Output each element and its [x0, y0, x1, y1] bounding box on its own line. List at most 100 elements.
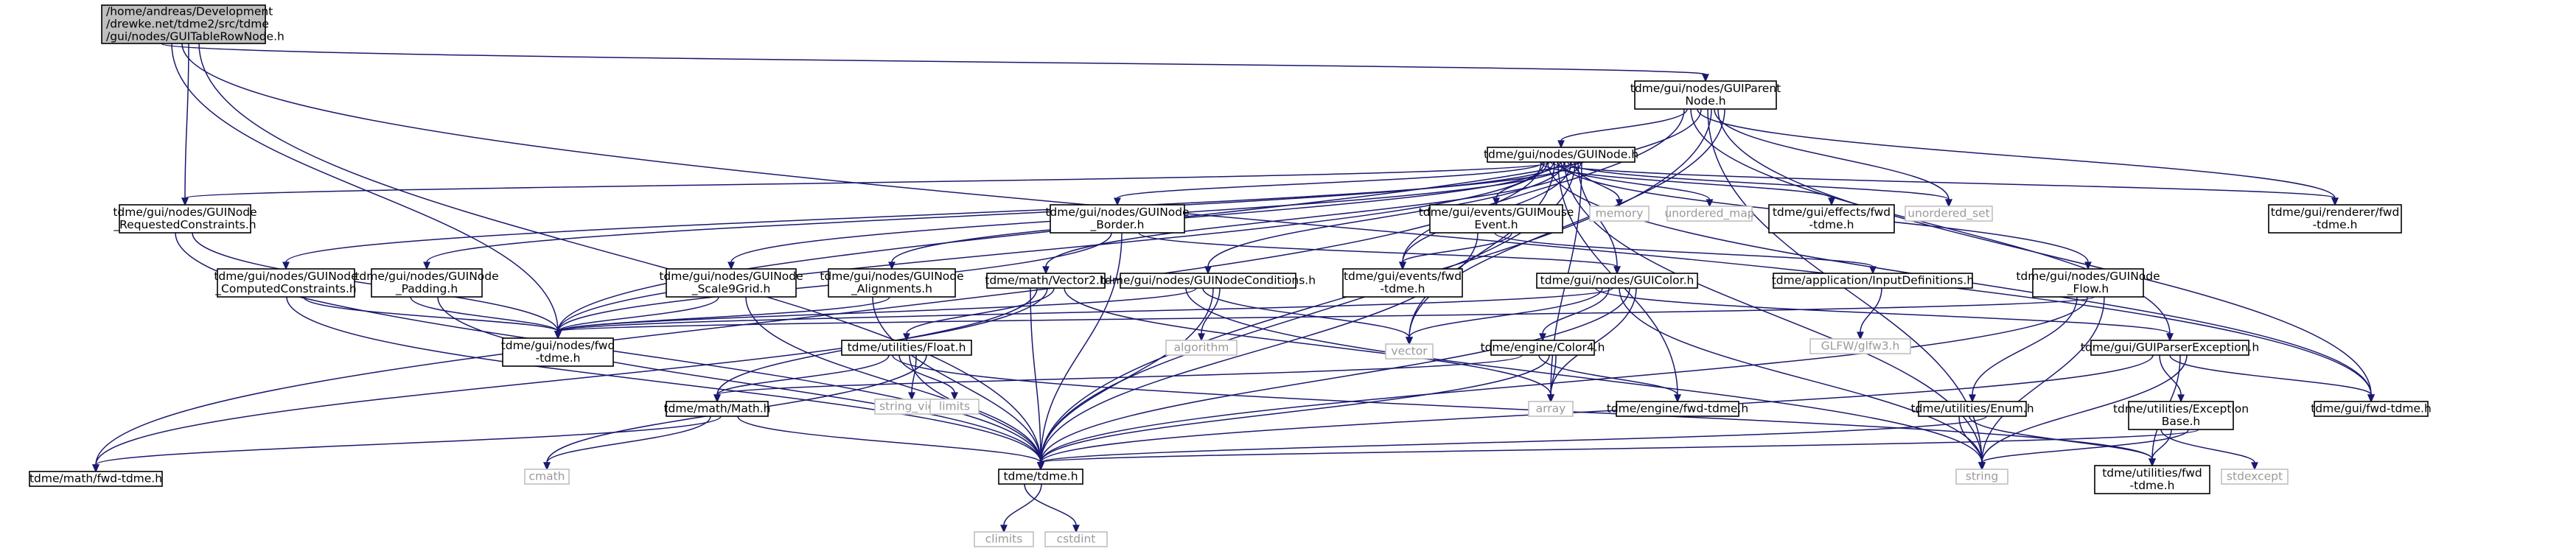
- node-guicolor[interactable]: tdme/gui/nodes/GUIColor.h: [1536, 273, 1698, 289]
- edge-line: [1540, 161, 1832, 199]
- node-label: climits: [985, 533, 1023, 546]
- node-label: tdme/gui/nodes/fwd: [501, 339, 615, 352]
- edge-line: [1969, 416, 2153, 460]
- arrowhead: [1706, 199, 1714, 208]
- node-box: [1589, 206, 1650, 222]
- edge-line: [906, 287, 1055, 334]
- node-box: [666, 401, 769, 417]
- edge-line: [1714, 108, 1950, 200]
- node-parserexc[interactable]: tdme/gui/GUIParserException.h: [2081, 340, 2259, 356]
- node-label: _Alignments.h: [851, 282, 932, 296]
- arrowhead: [181, 197, 189, 206]
- edge-parent-to-uset: [1714, 108, 1952, 208]
- node-box: [841, 340, 972, 356]
- node-glfw: GLFW/glfw3.h: [1809, 338, 1911, 354]
- edge-line: [95, 416, 722, 466]
- arrowhead: [1072, 525, 1080, 533]
- node-mathfwd[interactable]: tdme/math/fwd-tdme.h: [29, 471, 163, 487]
- node-border[interactable]: tdme/gui/nodes/GUINode_Border.h: [1045, 204, 1190, 234]
- node-math[interactable]: tdme/math/Math.h: [663, 401, 771, 417]
- node-color4[interactable]: tdme/engine/Color4.h: [1481, 340, 1605, 356]
- nodes-layer: /home/andreas/Development/drewke.net/tdm…: [29, 4, 2432, 547]
- node-box: [2268, 204, 2402, 234]
- edge-flow-to-tdme: [1037, 296, 2088, 471]
- node-label: tdme/engine/fwd-tdme.h: [1607, 402, 1748, 416]
- node-label: tdme/gui/nodes/GUINode: [1045, 206, 1189, 219]
- arrowhead: [1869, 266, 1877, 275]
- node-label: tdme/gui/nodes/GUINode: [214, 270, 357, 283]
- edge-parent-to-guinode: [1557, 108, 1688, 149]
- node-box: [2221, 469, 2289, 485]
- node-label: cstdint: [1057, 533, 1096, 546]
- node-label: tdme/gui/nodes/GUINodeConditions.h: [1100, 274, 1316, 287]
- node-align[interactable]: tdme/gui/nodes/GUINode_Alignments.h: [820, 268, 964, 298]
- node-float[interactable]: tdme/utilities/Float.h: [841, 340, 972, 356]
- node-label: tdme/gui/events/GUIMouse: [1419, 206, 1574, 219]
- edge-line: [184, 161, 1551, 199]
- node-root[interactable]: /home/andreas/Development/drewke.net/tdm…: [101, 4, 285, 44]
- arrowhead: [1198, 333, 1205, 342]
- node-label: /drewke.net/tdme2/src/tdme: [106, 18, 269, 31]
- arrowhead: [903, 333, 910, 342]
- node-flow[interactable]: tdme/gui/nodes/GUINode_Flow.h: [2016, 268, 2160, 298]
- node-vector2[interactable]: tdme/math/Vector2.h: [985, 273, 1107, 289]
- edge-line: [557, 287, 1613, 332]
- edge-line: [1567, 161, 1950, 200]
- node-guinode[interactable]: tdme/gui/nodes/GUINode.h: [1484, 147, 1638, 163]
- node-box: [1773, 273, 1973, 289]
- edge-line: [95, 287, 1048, 466]
- node-box: [1616, 401, 1739, 417]
- node-label: tdme/math/Math.h: [663, 402, 770, 416]
- node-guifwd[interactable]: tdme/gui/fwd-tdme.h: [2311, 401, 2432, 417]
- node-eventsfwd[interactable]: tdme/gui/events/fwd-tdme.h: [1342, 268, 1463, 298]
- edge-tdme-to-cstdint: [1024, 483, 1080, 533]
- node-utilfwd[interactable]: tdme/utilities/fwd-tdme.h: [2094, 465, 2210, 494]
- node-enginefwd[interactable]: tdme/engine/fwd-tdme.h: [1607, 401, 1748, 417]
- node-compcons[interactable]: tdme/gui/nodes/GUINode_ComputedConstrain…: [214, 268, 358, 298]
- edge-line: [285, 161, 1578, 263]
- node-effects[interactable]: tdme/gui/effects/fwd-tdme.h: [1768, 204, 1895, 234]
- node-box: [666, 268, 797, 298]
- edge-line: [1981, 429, 2189, 463]
- node-label: string_view: [879, 400, 944, 414]
- node-label: tdme/utilities/Float.h: [848, 341, 966, 354]
- arrowhead: [1042, 266, 1050, 275]
- node-enum[interactable]: tdme/utilities/Enum.h: [1910, 401, 2034, 417]
- node-nodesfwd[interactable]: tdme/gui/nodes/fwd-tdme.h: [501, 337, 615, 367]
- node-box: [1429, 204, 1563, 234]
- node-tdme[interactable]: tdme/tdme.h: [998, 469, 1083, 485]
- edge-line: [1595, 287, 2171, 334]
- arrowhead: [2149, 458, 2156, 467]
- node-inputdef[interactable]: tdme/application/InputDefinitions.h: [1772, 273, 1975, 289]
- node-padding[interactable]: tdme/gui/nodes/GUINode_Padding.h: [355, 268, 499, 298]
- edge-line: [303, 296, 559, 332]
- edge-line: [1409, 287, 1603, 338]
- node-scale9[interactable]: tdme/gui/nodes/GUINode_Scale9Grid.h: [659, 268, 803, 298]
- node-conditions[interactable]: tdme/gui/nodes/GUINodeConditions.h: [1100, 273, 1316, 289]
- arrowhead: [1114, 197, 1121, 206]
- arrowhead: [423, 262, 430, 270]
- edge-line: [557, 296, 719, 332]
- edge-excbase-to-string: [1978, 429, 2189, 471]
- edge-parent-to-guifwd: [1717, 108, 2375, 403]
- node-renderer[interactable]: tdme/gui/renderer/fwd-tdme.h: [2268, 204, 2402, 234]
- edge-compcons-to-nodesfwd: [303, 296, 562, 340]
- node-box: [1809, 338, 1911, 354]
- edge-guinode-to-align: [888, 161, 1554, 270]
- edge-flow-to-nodesfwd: [554, 296, 2095, 340]
- node-cmath: cmath: [524, 469, 570, 485]
- node-reqcons[interactable]: tdme/gui/nodes/GUINode_RequestedConstrai…: [113, 204, 257, 234]
- node-label: tdme/gui/nodes/GUIParent: [1630, 82, 1781, 95]
- edge-excbase-to-stdexcept: [2160, 429, 2258, 471]
- edge-line: [1402, 108, 1685, 263]
- node-label: tdme/tdme.h: [1003, 470, 1078, 483]
- node-label: cmath: [528, 470, 565, 483]
- node-label: tdme/gui/fwd-tdme.h: [2311, 402, 2432, 416]
- node-label: algorithm: [1174, 341, 1229, 354]
- edge-color4-to-math: [713, 354, 1523, 403]
- edge-guicolor-to-vector: [1406, 287, 1603, 346]
- edge-line: [1409, 161, 1555, 338]
